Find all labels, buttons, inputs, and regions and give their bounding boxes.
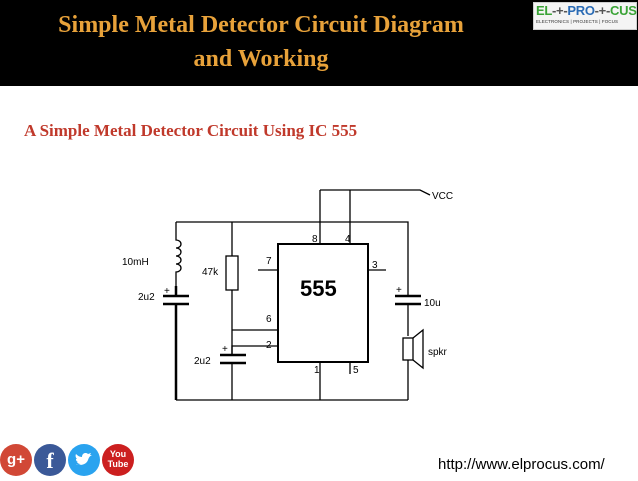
google-plus-icon[interactable]: g+ xyxy=(0,444,32,476)
resistor-47k xyxy=(225,255,239,291)
vcc-wire xyxy=(319,189,431,244)
resistor-wire xyxy=(231,222,278,355)
twitter-bird-icon xyxy=(75,453,92,465)
cap-1-plates xyxy=(163,286,189,400)
cap-1-label: 2u2 xyxy=(138,292,155,303)
cap-3-wire xyxy=(368,269,409,336)
pin-6-label: 6 xyxy=(266,314,272,325)
cap-3-label: 10u xyxy=(424,298,441,309)
logo-tagline: ELECTRONICS | PROJECTS | FOCUS xyxy=(536,19,619,24)
youtube-text-bottom: Tube xyxy=(107,459,129,469)
vcc-label: VCC xyxy=(432,191,453,202)
facebook-icon[interactable]: f xyxy=(34,444,66,476)
cap-1-plus: + xyxy=(164,286,170,297)
pin-3-label: 3 xyxy=(372,260,378,271)
inductor-label: 10mH xyxy=(122,257,149,268)
top-rail-wire xyxy=(176,221,409,296)
speaker-body xyxy=(402,337,414,361)
ic-555-chip xyxy=(277,243,369,363)
cap-3-plus: + xyxy=(396,285,402,296)
pin-8-label: 8 xyxy=(312,234,318,245)
cap-2-plates xyxy=(220,353,246,365)
speaker-cone xyxy=(407,328,424,400)
elprocus-logo[interactable]: EL-+-PRO-+-CUS ELECTRONICS | PROJECTS | … xyxy=(533,2,637,30)
logo-wordmark: EL-+-PRO-+-CUS xyxy=(536,3,637,18)
cap-2-wire xyxy=(231,345,278,400)
website-url[interactable]: http://www.elprocus.com/ xyxy=(438,456,605,473)
chip-label: 555 xyxy=(300,276,337,301)
speaker-label: spkr xyxy=(428,347,448,358)
pin-1-label: 1 xyxy=(314,365,320,376)
cap-3-plates xyxy=(395,294,421,306)
youtube-text-top: You xyxy=(109,449,127,459)
cap-2-label: 2u2 xyxy=(194,356,211,367)
twitter-icon[interactable] xyxy=(68,444,100,476)
ground-rail-wire xyxy=(176,362,408,401)
resistor-label: 47k xyxy=(202,267,219,278)
pin-5-label: 5 xyxy=(353,365,359,376)
pin-4-label: 4 xyxy=(345,234,351,245)
cap-2-plus: + xyxy=(222,344,228,355)
inductor-coil xyxy=(175,222,182,286)
diagram-subtitle: A Simple Metal Detector Circuit Using IC… xyxy=(24,121,358,140)
pin-7-label: 7 xyxy=(266,256,272,267)
